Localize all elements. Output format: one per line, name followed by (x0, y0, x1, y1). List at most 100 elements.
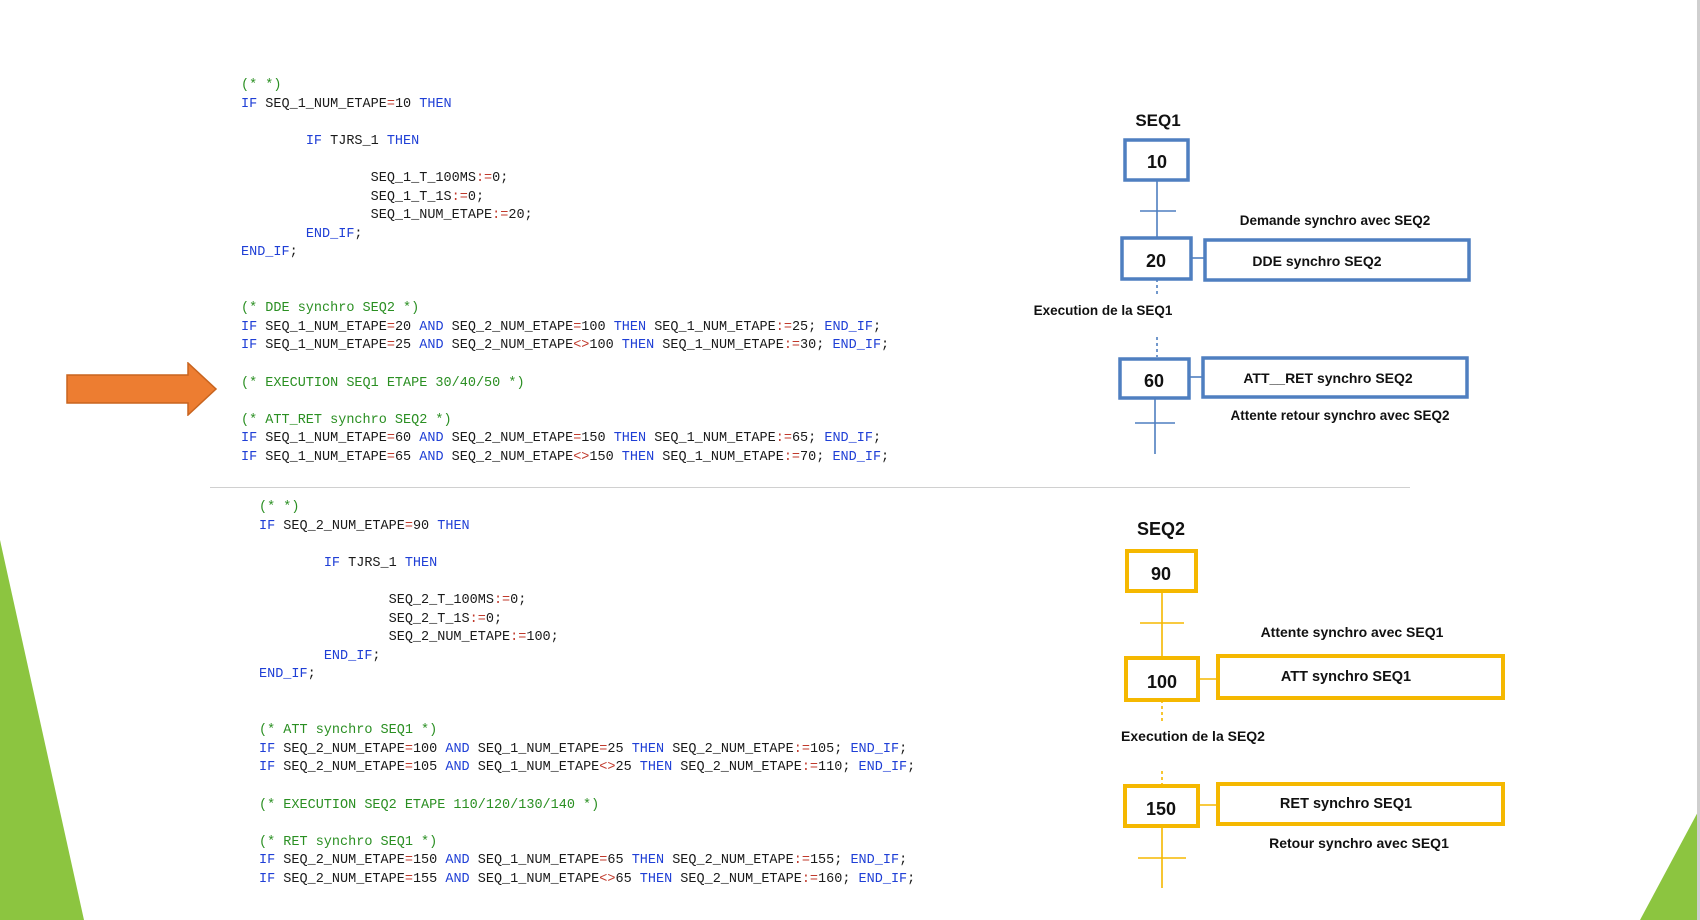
code-token: THEN (419, 96, 452, 112)
seq1-label-demande: Demande synchro avec SEQ2 (1240, 213, 1431, 228)
code-line: IF SEQ_1_NUM_ETAPE=65 AND SEQ_2_NUM_ETAP… (241, 449, 889, 468)
code-token: SEQ_1_NUM_ETAPE (469, 760, 600, 776)
code-line: (* *) (259, 499, 915, 518)
code-token: AND (419, 338, 444, 354)
code-token: TJRS_1 (340, 555, 405, 571)
code-token: 105 (412, 760, 446, 776)
code-token: 150 (589, 449, 622, 465)
slide-right-edge (1697, 0, 1700, 920)
code-token: SEQ_1_NUM_ETAPE (469, 853, 600, 869)
code-token (241, 227, 306, 242)
code-token: SEQ_1_T_100MS (241, 170, 476, 186)
code-token: END_IF (305, 226, 355, 242)
code-token: ; (899, 741, 908, 757)
seq2-label-attente: Attente synchro avec SEQ1 (1261, 624, 1444, 640)
code-token: THEN (639, 760, 673, 776)
code-token (259, 649, 324, 664)
code-token: THEN (437, 518, 470, 534)
code-token: <> (573, 449, 590, 465)
code-token: ; (872, 431, 882, 447)
code-token: THEN (386, 133, 420, 149)
code-token: 70; (800, 449, 833, 465)
code-token: SEQ_1_NUM_ETAPE (646, 319, 776, 335)
code-token: := (510, 630, 527, 646)
code-line: SEQ_1_T_1S:=0; (241, 189, 889, 208)
code-token: SEQ_2_NUM_ETAPE (275, 871, 405, 887)
code-token: SEQ_1_NUM_ETAPE (654, 338, 784, 354)
seq2-action-150-label: RET synchro SEQ1 (1280, 796, 1412, 812)
code-line: IF SEQ_1_NUM_ETAPE=25 AND SEQ_2_NUM_ETAP… (241, 337, 889, 356)
code-token: := (451, 189, 468, 205)
green-triangle-left (0, 540, 84, 920)
code-token: (* EXECUTION SEQ1 ETAPE 30/40/50 *) (241, 375, 525, 391)
code-token: 0; (510, 592, 527, 608)
code-token: = (386, 431, 395, 447)
code-line: END_IF; (259, 666, 915, 685)
code-token: END_IF (824, 431, 873, 447)
code-line (241, 393, 889, 412)
code-token: SEQ_2_T_100MS (259, 592, 494, 608)
code-token: <> (599, 760, 616, 776)
code-token: SEQ_2_NUM_ETAPE (443, 431, 574, 447)
code-token: := (775, 431, 792, 447)
code-line (259, 536, 915, 555)
seq2-label-retour: Retour synchro avec SEQ1 (1269, 835, 1449, 851)
code-token: 25; (791, 319, 825, 335)
code-token: = (404, 741, 413, 757)
code-line: SEQ_2_NUM_ETAPE:=100; (259, 629, 915, 648)
code-token: SEQ_2_NUM_ETAPE (443, 449, 574, 465)
code-token: SEQ_1_NUM_ETAPE (257, 449, 387, 465)
code-token: 150 (581, 431, 614, 447)
code-token: IF (241, 338, 258, 354)
seq1-step-10-label: 10 (1147, 152, 1167, 172)
code-token: IF (259, 853, 276, 869)
code-token: SEQ_2_NUM_ETAPE (443, 319, 574, 335)
code-token: SEQ_1_NUM_ETAPE (646, 431, 776, 447)
code-token (259, 556, 324, 571)
green-triangle-right (1640, 808, 1700, 920)
code-token: 105; (809, 741, 851, 757)
code-token: IF (323, 555, 341, 571)
code-line (259, 685, 915, 704)
code-token: := (793, 741, 810, 757)
code-line: IF SEQ_1_NUM_ETAPE=10 THEN (241, 96, 889, 115)
code-line: (* DDE synchro SEQ2 *) (241, 300, 889, 319)
code-token: THEN (639, 871, 673, 887)
code-line: SEQ_1_NUM_ETAPE:=20; (241, 207, 889, 226)
code-line (241, 263, 889, 282)
seq1-action-60 (1201, 356, 1469, 399)
code-token: := (493, 592, 511, 608)
code-token: (* RET synchro SEQ1 *) (259, 834, 438, 850)
code-line: SEQ_2_T_1S:=0; (259, 611, 915, 630)
code-token: IF (305, 133, 323, 149)
code-token: 25 (615, 760, 640, 776)
code-token: SEQ_1_NUM_ETAPE (654, 449, 784, 465)
code-token: 20 (394, 319, 420, 335)
code-token: SEQ_2_NUM_ETAPE (672, 871, 802, 887)
code-token: END_IF (850, 741, 900, 757)
code-token: AND (445, 741, 470, 757)
code-token: END_IF (850, 853, 900, 869)
code-token: = (386, 319, 395, 335)
code-token: AND (419, 319, 444, 335)
code-token: 100 (412, 741, 446, 757)
code-token: = (404, 518, 413, 534)
code-token: AND (445, 853, 470, 869)
code-token: 110; (818, 760, 859, 776)
code-token: THEN (621, 338, 655, 354)
seq2-action-100 (1216, 654, 1505, 700)
code-token: SEQ_1_T_1S (241, 189, 452, 205)
code-token: 155 (412, 871, 446, 887)
code-token: SEQ_1_NUM_ETAPE (241, 208, 493, 224)
code-token: ; (881, 449, 890, 465)
code-token: 65 (615, 871, 640, 887)
code-token: 20; (508, 208, 533, 224)
code-token: 100 (581, 319, 614, 335)
seq1-step-20 (1120, 236, 1193, 281)
code-line (259, 704, 915, 723)
code-token: 60 (394, 431, 420, 447)
code-token: IF (241, 319, 258, 335)
code-token: ; (899, 853, 908, 869)
code-token: SEQ_2_NUM_ETAPE (443, 338, 574, 354)
code-token: SEQ_1_NUM_ETAPE (257, 431, 387, 447)
